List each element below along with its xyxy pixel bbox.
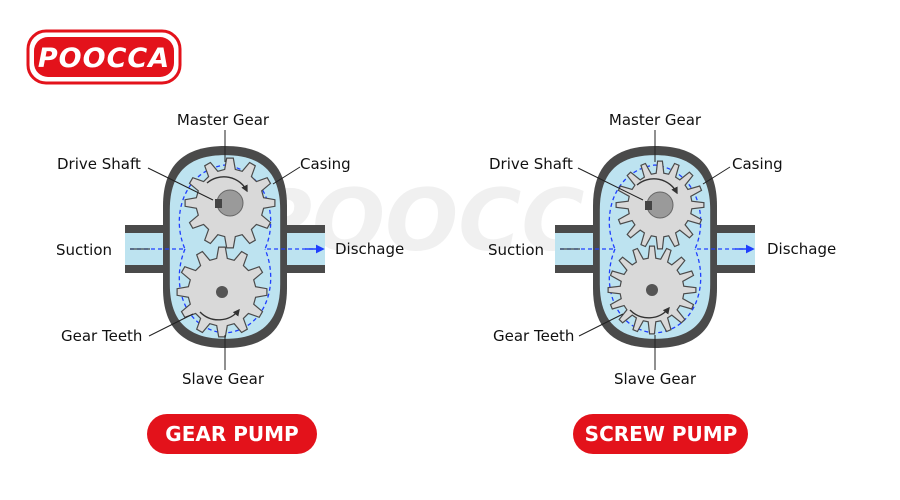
leader-gear-teeth <box>578 313 624 337</box>
gear-pump-illustration <box>125 130 325 370</box>
flow-path-top <box>560 164 745 250</box>
caption-text: SCREW PUMP <box>585 422 738 446</box>
poocca-logo: POOCCA <box>26 29 182 85</box>
gear-pump-diagram: Master Gear Drive Shaft Casing Suction D… <box>56 111 404 454</box>
suction-label: Suction <box>56 241 112 259</box>
slave-shaft <box>216 286 228 298</box>
casing-label: Casing <box>300 155 351 173</box>
casing-label: Casing <box>732 155 783 173</box>
master-gear-label: Master Gear <box>609 111 702 129</box>
rotation-arrow-top <box>206 176 248 193</box>
leader-casing <box>272 166 301 185</box>
suction-label: Suction <box>488 241 544 259</box>
rotation-arrow-bottom <box>199 308 240 321</box>
discharge-label: Dischage <box>335 240 404 258</box>
leader-drive-shaft <box>147 167 214 201</box>
logo-text: POOCCA <box>38 43 170 74</box>
slave-gear-label: Slave Gear <box>182 370 265 388</box>
leader-drive-shaft <box>577 167 644 201</box>
caption-text: GEAR PUMP <box>165 422 298 446</box>
screw-pump-diagram: Master Gear Drive Shaft Casing Suction D… <box>488 111 836 454</box>
leader-casing <box>702 166 731 185</box>
leader-gear-teeth <box>148 313 194 337</box>
slave-shaft <box>646 284 658 296</box>
gear-teeth-label: Gear Teeth <box>493 327 574 345</box>
rotation-arrow-top <box>636 178 678 195</box>
drive-shaft-label: Drive Shaft <box>489 155 573 173</box>
screw-pump-illustration <box>555 130 755 370</box>
caption-pill: GEAR PUMP <box>147 414 317 454</box>
gear-teeth-label: Gear Teeth <box>61 327 142 345</box>
rotation-arrow-bottom <box>629 306 670 319</box>
drive-shaft-label: Drive Shaft <box>57 155 141 173</box>
shaft-key <box>645 201 652 210</box>
master-gear-label: Master Gear <box>177 111 270 129</box>
caption-pill: SCREW PUMP <box>573 414 748 454</box>
slave-gear-label: Slave Gear <box>614 370 697 388</box>
discharge-label: Dischage <box>767 240 836 258</box>
shaft-key <box>215 199 222 208</box>
